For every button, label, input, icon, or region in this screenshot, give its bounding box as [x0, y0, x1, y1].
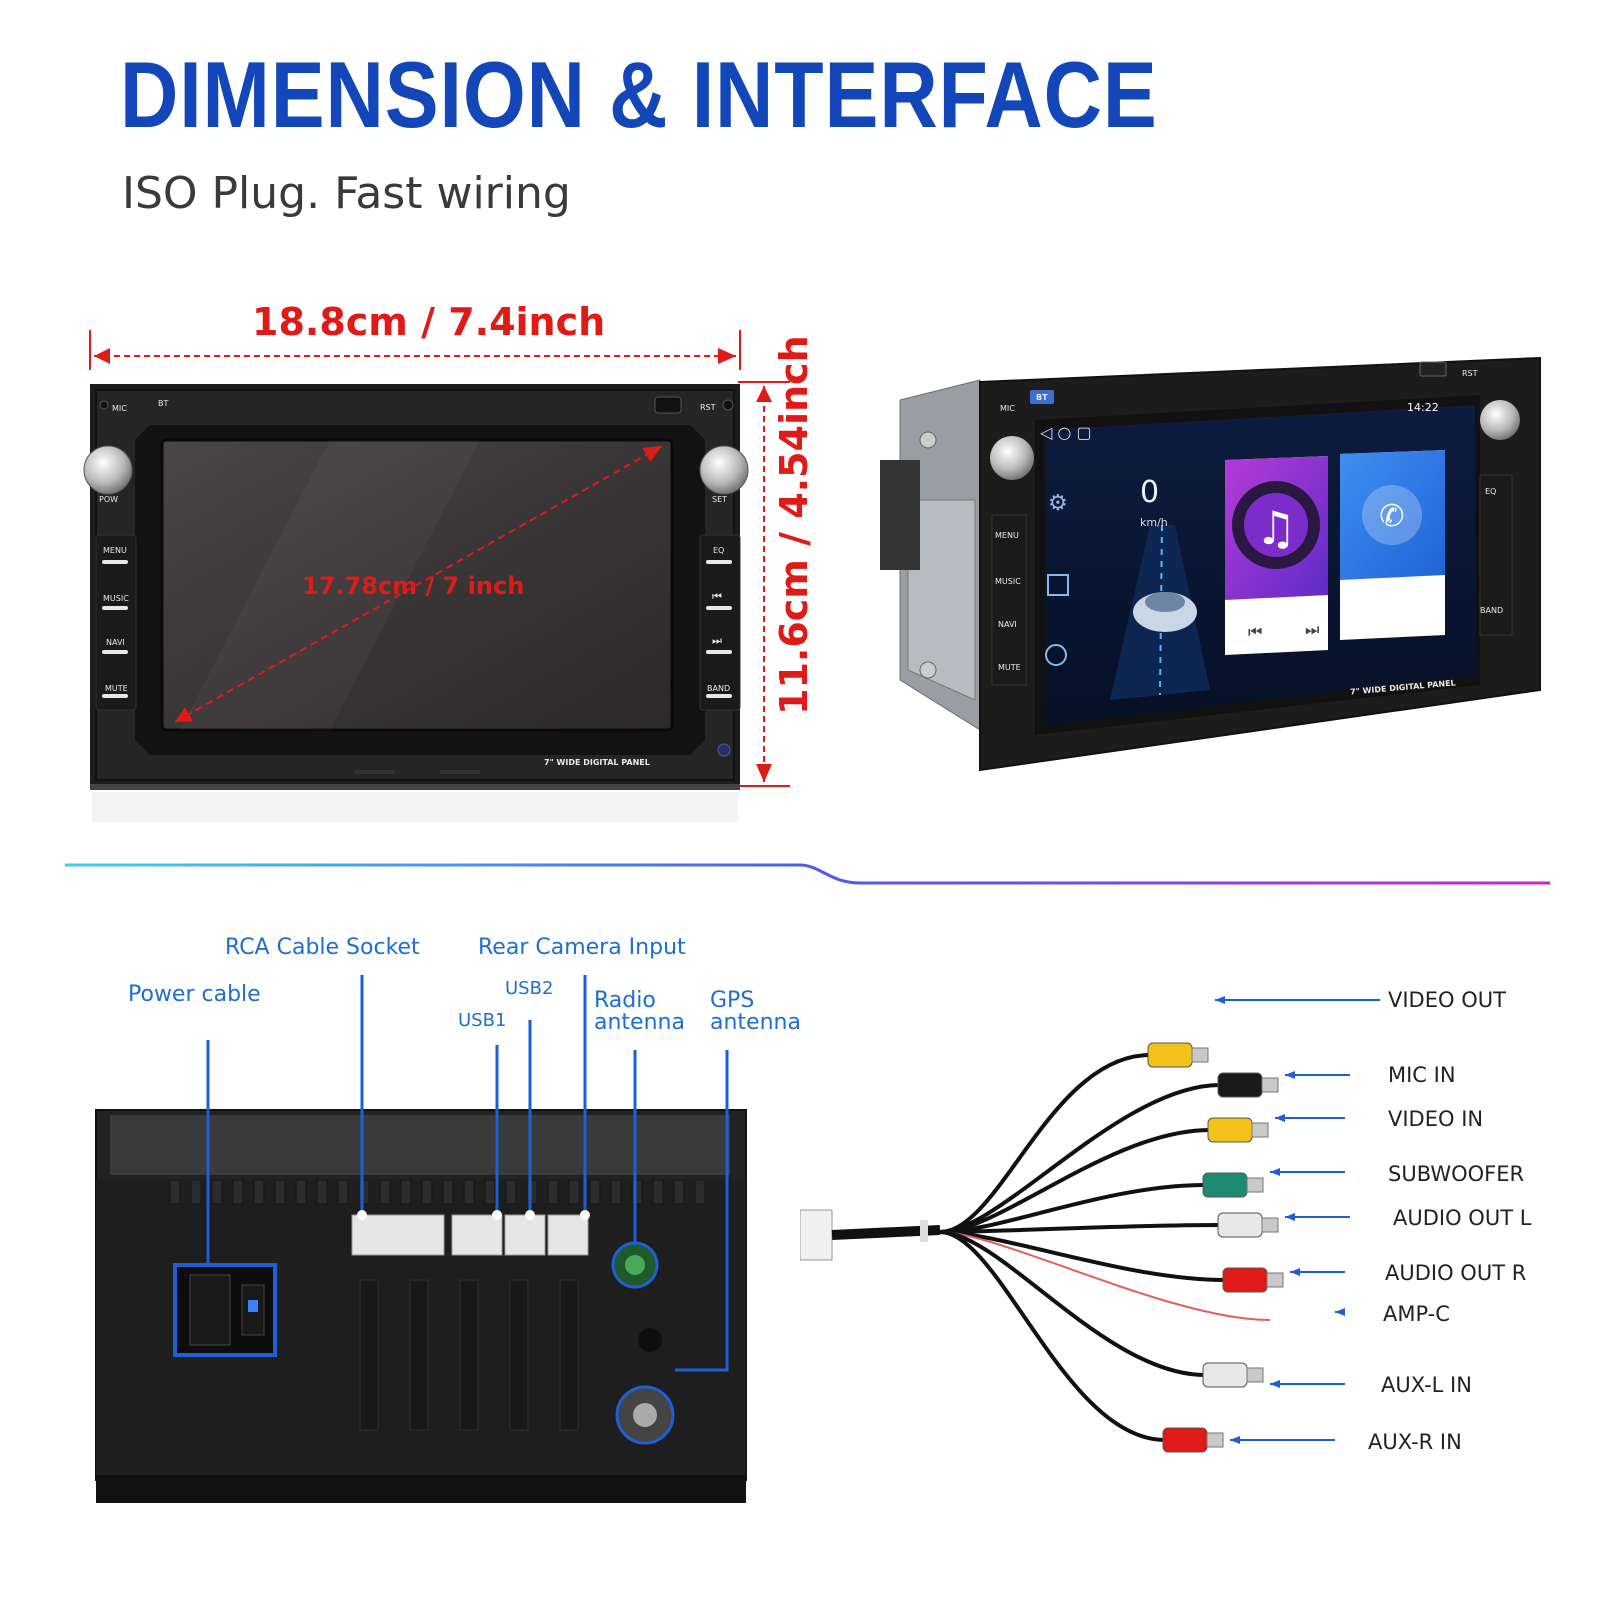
front-set-label: SET: [712, 495, 728, 504]
svg-text:⚙: ⚙: [1048, 491, 1068, 516]
front-menu-button: MENU: [103, 546, 127, 555]
diagonal-dimension-label: 17.78cm / 7 inch: [302, 572, 525, 600]
cable-label-video-out: VIDEO OUT: [1388, 988, 1506, 1012]
radio-antenna-label-1: Radio: [594, 988, 656, 1013]
svg-text:⏭: ⏭: [1305, 620, 1319, 639]
cable-label-aux-r-in: AUX-R IN: [1368, 1430, 1462, 1454]
width-dimension-label: 18.8cm / 7.4inch: [252, 300, 606, 344]
front-bt-label: BT: [158, 399, 169, 408]
page-title: DIMENSION & INTERFACE: [120, 42, 1158, 147]
front-rst-label: RST: [700, 403, 716, 412]
angled-band-button: BAND: [1480, 606, 1504, 615]
angled-menu-button: MENU: [995, 531, 1019, 540]
cable-label-mic-in: MIC IN: [1388, 1063, 1456, 1087]
usb2-label: USB2: [505, 978, 554, 999]
gps-antenna-label-2: antenna: [710, 1010, 801, 1035]
cable-label-amp-c: AMP-C: [1383, 1302, 1450, 1326]
angled-bt-label: BT: [1036, 393, 1048, 402]
page-subtitle: ISO Plug. Fast wiring: [122, 168, 571, 219]
front-mic-label: MIC: [112, 404, 127, 413]
front-band-button: BAND: [707, 684, 731, 693]
svg-text:⏮: ⏮: [1248, 622, 1262, 641]
angled-navi-button: NAVI: [998, 620, 1017, 629]
cable-label-aux-l-in: AUX-L IN: [1381, 1373, 1472, 1397]
angled-mute-button: MUTE: [998, 663, 1021, 672]
screen-time: 14:22: [1407, 401, 1439, 414]
cable-label-subwoofer: SUBWOOFER: [1388, 1162, 1525, 1186]
angled-mic-label: MIC: [1000, 404, 1015, 413]
rear-panel-drawing: [95, 975, 747, 1503]
screen-speed-unit: km/h: [1140, 516, 1168, 529]
screen-speed: 0: [1140, 475, 1160, 510]
usb1-label: USB1: [458, 1010, 507, 1031]
front-navi-button: NAVI: [106, 638, 125, 647]
svg-text:♫: ♫: [1255, 501, 1296, 555]
rca-harness-drawing: [800, 996, 1380, 1453]
front-pow-label: POW: [99, 495, 119, 504]
section-divider: [65, 863, 1550, 885]
angled-rst-label: RST: [1462, 369, 1478, 378]
front-panel-drawing: [83, 330, 790, 822]
svg-text:✆: ✆: [1379, 499, 1404, 534]
radio-antenna-label-2: antenna: [594, 1010, 685, 1035]
front-prev-button: ⏮: [712, 590, 722, 603]
rca-socket-label: RCA Cable Socket: [225, 935, 420, 960]
front-panel-caption: 7" WIDE DIGITAL PANEL: [544, 758, 650, 767]
rear-camera-label: Rear Camera Input: [478, 935, 686, 960]
front-next-button: ⏭: [712, 634, 722, 647]
gps-antenna-label-1: GPS: [710, 988, 755, 1013]
front-music-button: MUSIC: [103, 594, 129, 603]
svg-text:◁ ○ ▢: ◁ ○ ▢: [1039, 423, 1092, 442]
power-cable-label: Power cable: [128, 982, 261, 1007]
front-mute-button: MUTE: [105, 684, 128, 693]
front-eq-button: EQ: [713, 546, 725, 555]
cable-label-audio-out-l: AUDIO OUT L: [1393, 1206, 1532, 1230]
cable-label-audio-out-r: AUDIO OUT R: [1385, 1261, 1527, 1285]
angled-eq-button: EQ: [1485, 487, 1497, 496]
angled-unit-drawing: ♫ ⏮ ⏭ ✆ ⚙ ◁ ○ ▢: [880, 356, 1541, 772]
angled-music-button: MUSIC: [995, 577, 1021, 586]
cable-label-video-in: VIDEO IN: [1388, 1107, 1484, 1131]
